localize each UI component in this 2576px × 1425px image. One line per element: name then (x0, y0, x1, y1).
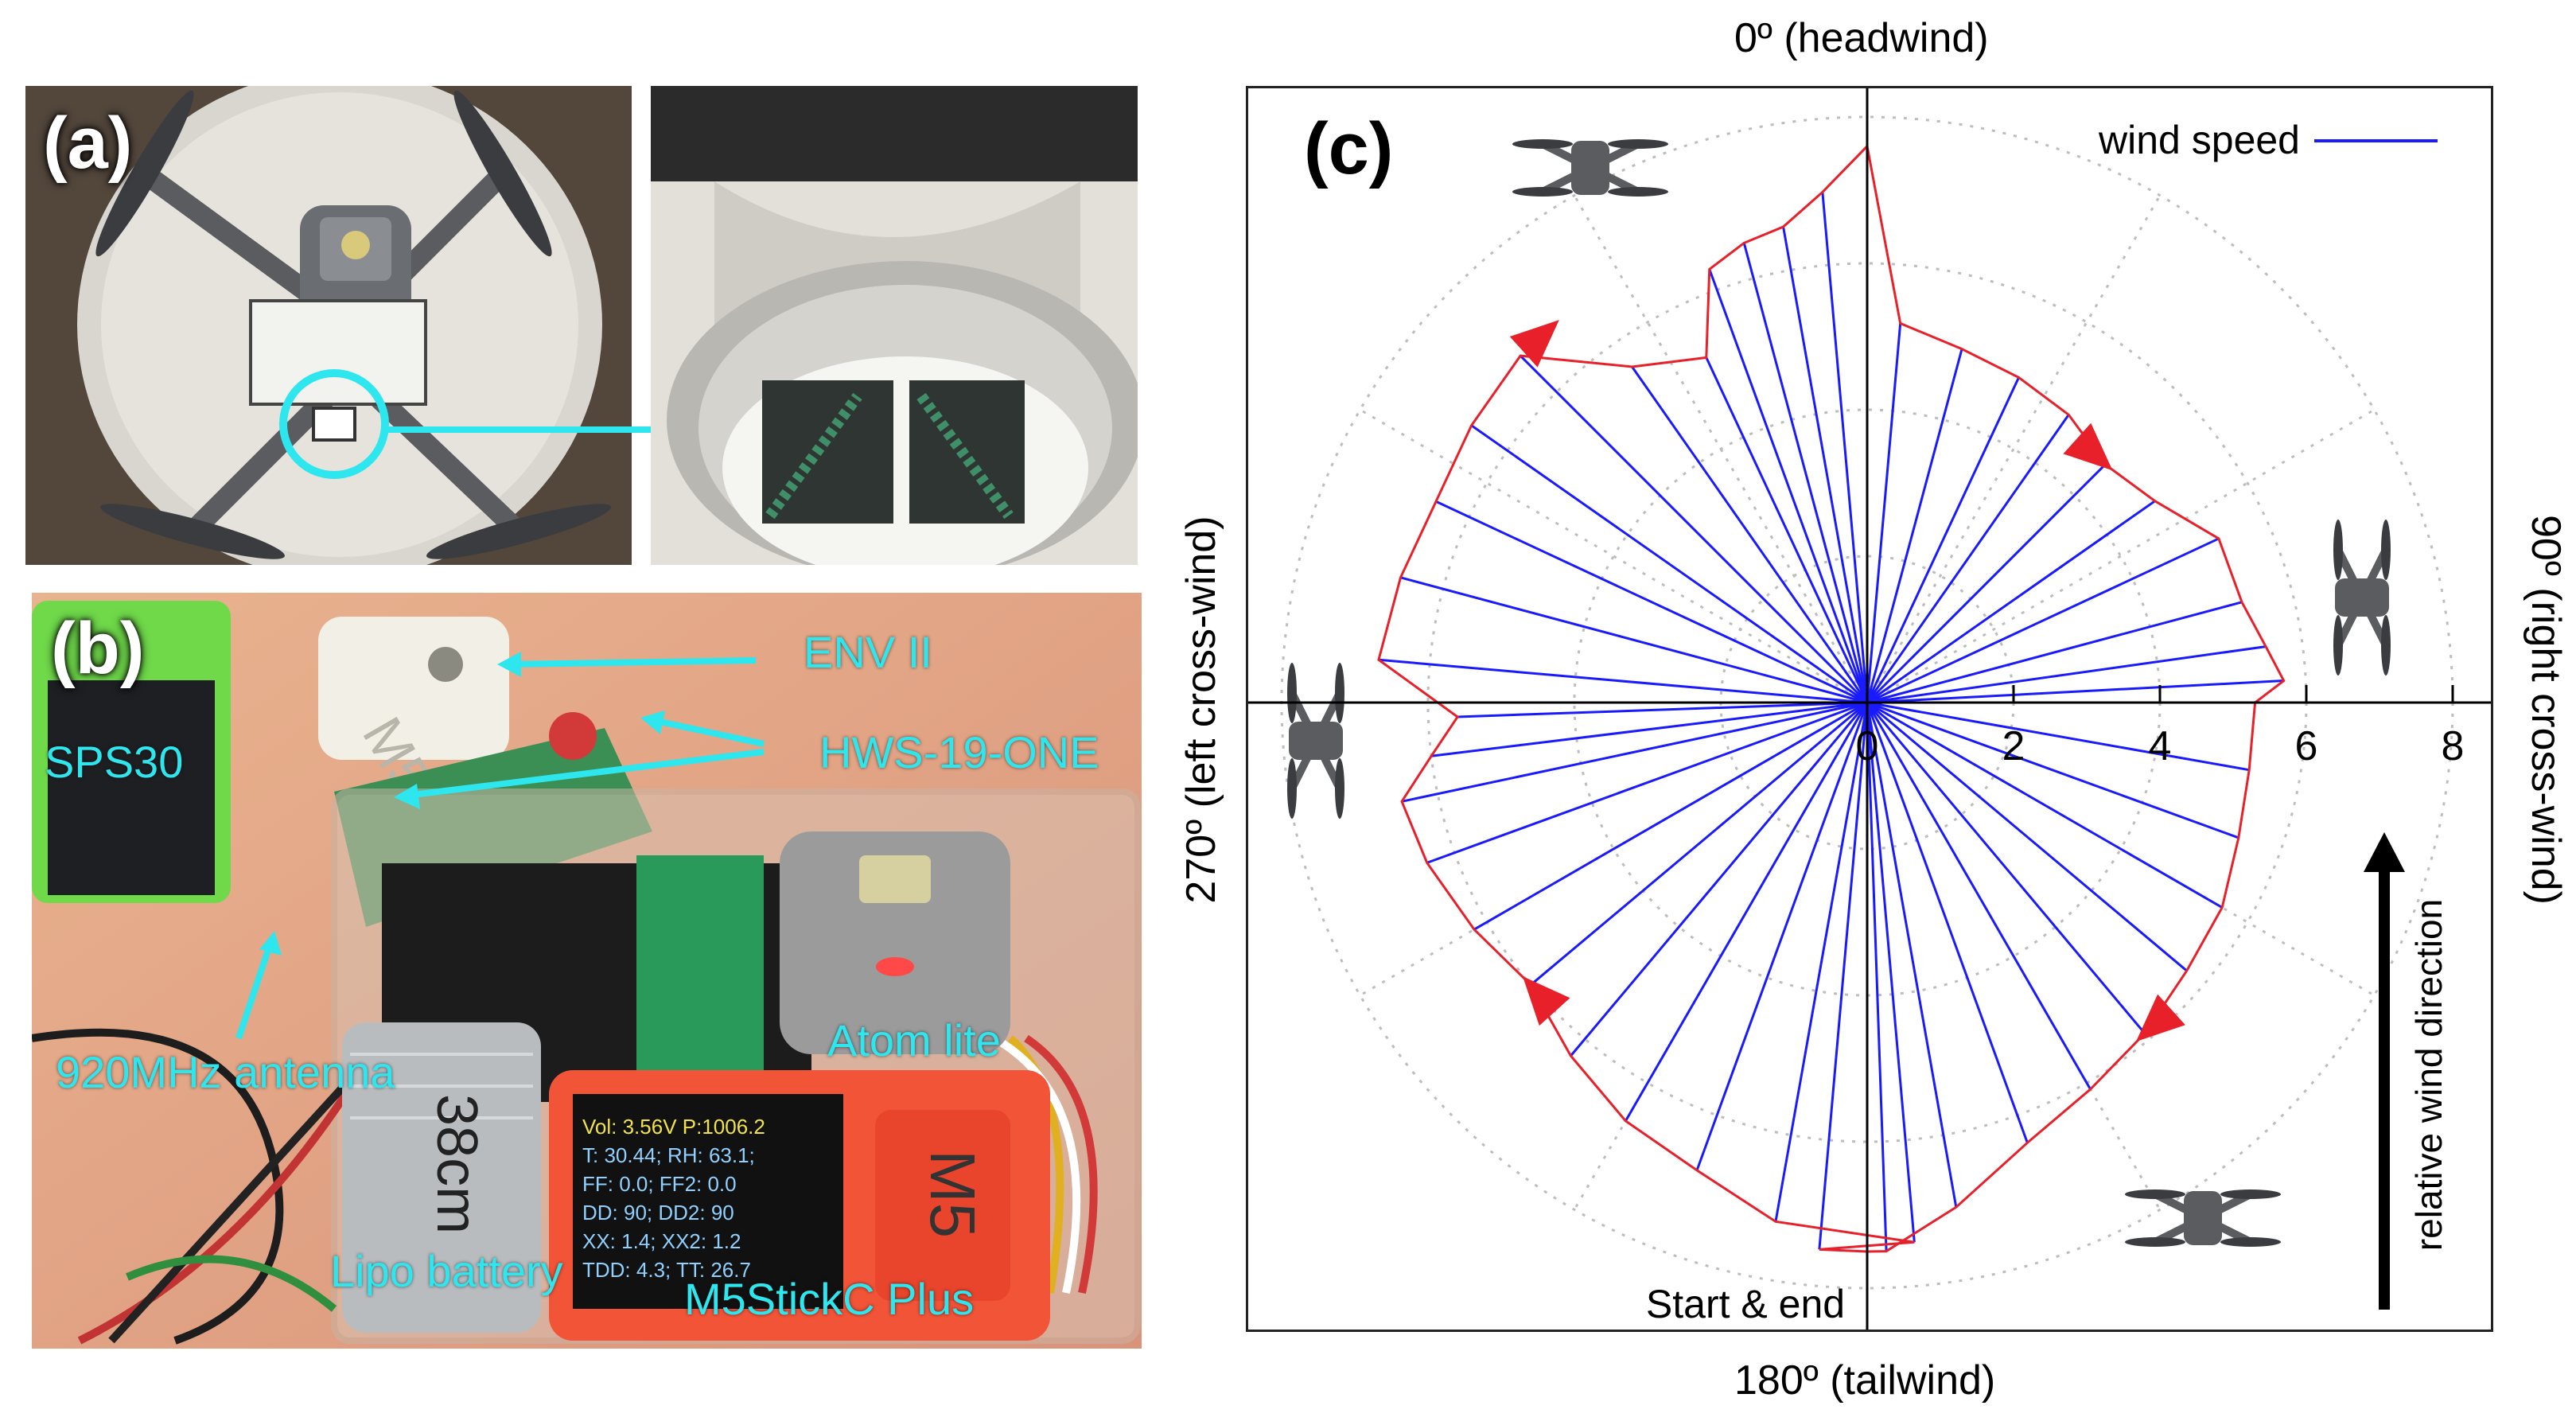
drone-icon-2 (1287, 663, 1344, 819)
callout-atom-lite: Atom lite (827, 1015, 1001, 1065)
wind-spoke-15 (1435, 500, 1868, 704)
drone-orientation-icons (1287, 139, 2391, 1247)
wind-spoke-1 (1818, 702, 1869, 1250)
direction-arrow-1 (2063, 422, 2113, 471)
wind-speed-spokes (1378, 146, 2284, 1252)
wind-spoke-19 (1705, 356, 1869, 703)
callout-antenna: 920MHz antenna (56, 1047, 395, 1097)
wind-spoke-14 (1400, 576, 1868, 704)
wind-spoke-4 (1695, 702, 1869, 1171)
wind-spoke-23 (1821, 192, 1869, 703)
grid-spoke-300 (1359, 408, 1868, 704)
wind-spoke-3 (1774, 702, 1869, 1222)
screen-line-6: TDD: 4.3; TT: 26.7 (582, 1258, 751, 1282)
relative-direction-label: relative wind direction (2408, 899, 2450, 1251)
wind-spoke-43 (1866, 702, 1958, 1208)
wind-spoke-32 (1866, 601, 2243, 704)
wind-spoke-34 (1866, 679, 2284, 704)
wind-spoke-37 (1866, 701, 2239, 839)
r-tick-label-2: 2 (2002, 723, 2025, 769)
start-end-label: Start & end (1646, 1282, 1845, 1326)
wind-speed-outline (1377, 143, 2286, 1253)
r-tick-label-6: 6 (2295, 723, 2318, 769)
wind-spoke-26 (1866, 348, 1963, 703)
screen-line-1: Vol: 3.56V P:1006.2 (582, 1115, 765, 1139)
electronics-image: M5 38cm (32, 593, 1142, 1349)
label-tailwind: 180º (tailwind) (1734, 1357, 1996, 1404)
polar-wind-plot: 0 2 4 6 8 wind speed relative wind direction… (1248, 88, 2491, 1330)
panel-b-label: (b) (51, 608, 145, 689)
drone-icon-1 (2333, 520, 2391, 676)
sensor-inlet-zoom-image (651, 86, 1138, 565)
grid-spoke-60 (1866, 408, 2376, 704)
grid-spoke-330 (1573, 194, 1869, 703)
r-tick-label-4: 4 (2149, 723, 2172, 769)
wind-spoke-31 (1866, 537, 2220, 704)
wind-spoke-16 (1470, 424, 1868, 704)
wind-spoke-5 (1625, 702, 1869, 1122)
direction-arrow-2 (1523, 976, 1570, 1026)
callout-sps30: SPS30 (45, 737, 184, 787)
wind-spoke-22 (1782, 226, 1869, 703)
wind-spoke-38 (1866, 701, 2223, 909)
wind-spoke-13 (1378, 658, 1868, 704)
callout-lipo-battery: Lipo battery (330, 1246, 563, 1296)
wind-spoke-2 (1866, 702, 1916, 1243)
wind-spoke-30 (1866, 500, 2156, 704)
wind-spoke-11 (1430, 701, 1868, 757)
wind-spoke-36 (1866, 701, 2250, 772)
direction-arrows (1509, 320, 2185, 1042)
direction-arrow-3 (2135, 994, 2185, 1042)
drone-icon-0 (1512, 139, 1668, 197)
drone-top-view-image (25, 86, 632, 565)
callout-m5stickc-plus: M5StickC Plus (684, 1274, 975, 1324)
wind-spoke-7 (1530, 701, 1868, 986)
m5-device-logo: M5 (917, 1150, 988, 1238)
wind-spoke-12 (1457, 701, 1868, 718)
wind-spoke-9 (1426, 701, 1868, 864)
panel-a-zoom-photo (651, 86, 1138, 565)
screen-line-2: T: 30.44; RH: 63.1; (582, 1143, 755, 1167)
wind-spoke-39 (1866, 701, 2188, 972)
panel-a-label: (a) (43, 103, 133, 184)
screen-line-4: DD: 90; DD2: 90 (582, 1201, 734, 1224)
wind-spoke-44 (1866, 702, 1888, 1252)
wind-spoke-33 (1866, 645, 2267, 704)
wind-spoke-20 (1708, 268, 1869, 703)
r-tick-label-0: 0 (1856, 723, 1879, 769)
wind-spoke-8 (1473, 701, 1868, 931)
panel-c-polar-chart: 0 2 4 6 8 wind speed relative wind direction… (1246, 86, 2493, 1332)
wind-spoke-10 (1401, 701, 1868, 803)
drone-icon-3 (2125, 1189, 2281, 1247)
wind-spoke-27 (1866, 376, 2020, 703)
callout-env-ii: ENV II (804, 627, 932, 677)
legend-label-wind-speed: wind speed (2098, 118, 2300, 162)
label-left-crosswind: 270º (left cross-wind) (1178, 516, 1224, 904)
wind-spoke-21 (1742, 242, 1869, 703)
relative-direction-arrowhead (2364, 832, 2405, 872)
wind-spoke-40 (1866, 702, 2146, 1034)
callout-hws-19-one: HWS-19-ONE (819, 727, 1099, 777)
panel-a-drone-photo: (a) (25, 86, 632, 565)
r-tick-label-8: 8 (2442, 723, 2465, 769)
radial-axis: 0 2 4 6 8 (1248, 88, 2491, 1330)
wind-spoke-41 (1866, 702, 2092, 1090)
wind-spoke-29 (1866, 463, 2107, 704)
panel-c-label: (c) (1304, 108, 1394, 189)
wind-spoke-17 (1520, 355, 1869, 704)
panel-b-electronics-photo: M5 38cm (32, 593, 1142, 1349)
screen-line-3: FF: 0.0; FF2: 0.0 (582, 1172, 737, 1196)
label-right-crosswind: 90º (right cross-wind) (2523, 514, 2569, 905)
wind-spoke-42 (1866, 702, 2029, 1143)
wind-spoke-18 (1631, 366, 1869, 703)
wind-spoke-25 (1866, 323, 1902, 703)
battery-handwriting: 38cm (425, 1094, 488, 1234)
screen-line-5: XX: 1.4; XX2: 1.2 (582, 1229, 741, 1253)
grid-spoke-30 (1866, 194, 2162, 703)
wind-spoke-28 (1866, 414, 2070, 703)
label-headwind: 0º (headwind) (1734, 15, 1989, 61)
direction-arrow-0 (1509, 320, 1559, 368)
wind-spoke-6 (1570, 702, 1869, 1057)
